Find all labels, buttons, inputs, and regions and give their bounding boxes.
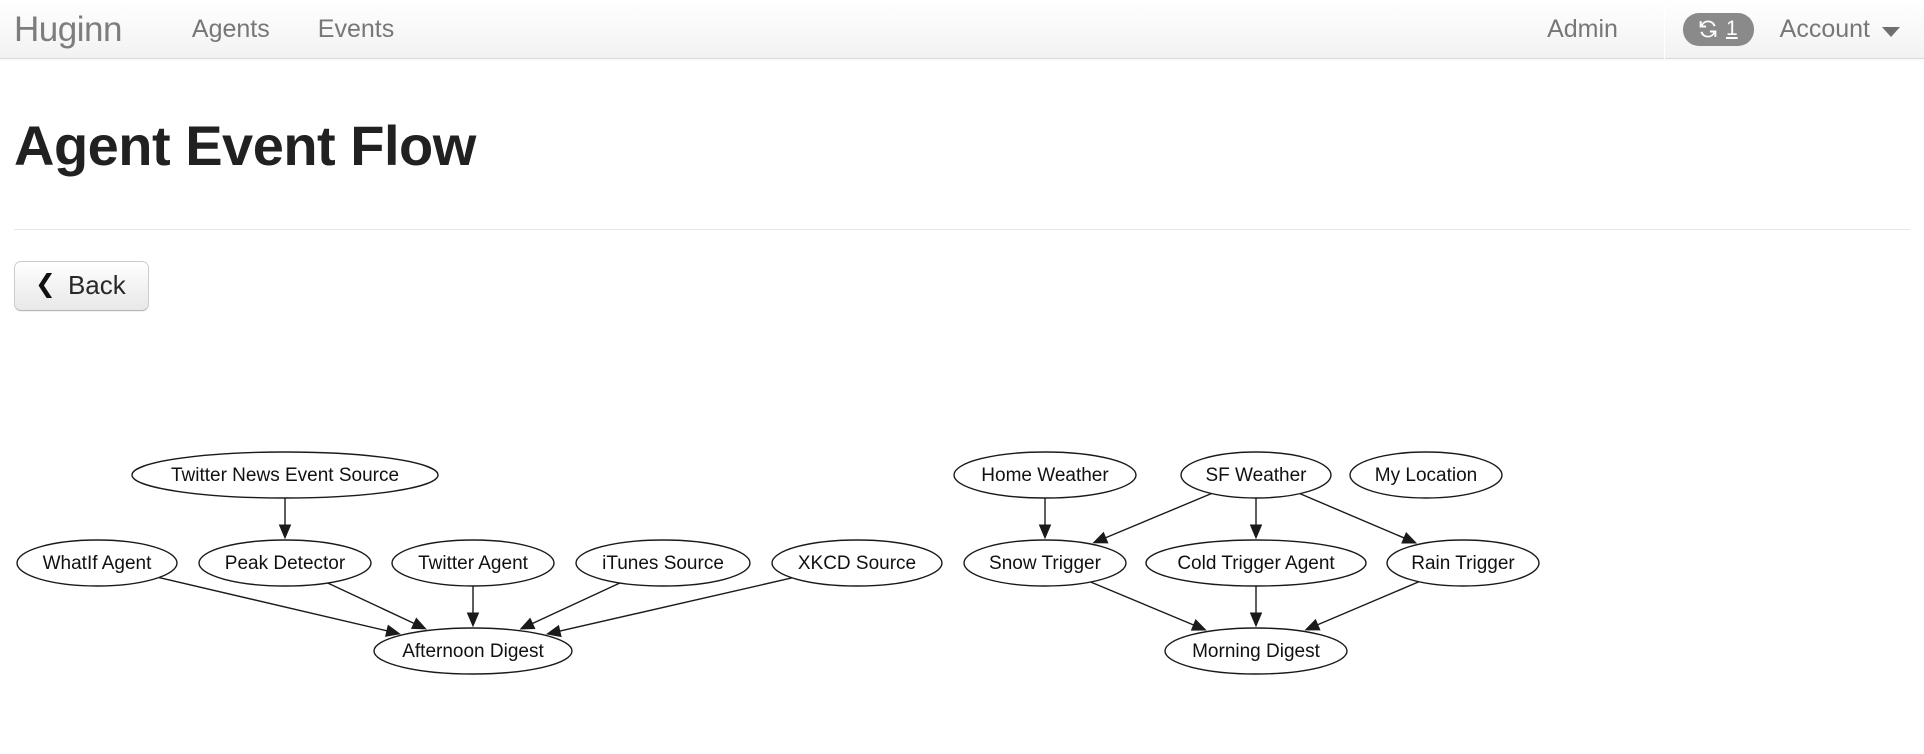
node-ellipse [391,539,555,587]
graph-edge [1317,581,1420,626]
graph-node-afternoon_digest[interactable]: Afternoon Digest [373,627,573,675]
nav-link-events[interactable]: Events [317,14,395,43]
graph-node-itunes_source[interactable]: iTunes Source [575,539,751,587]
graph-node-morning_digest[interactable]: Morning Digest [1164,627,1348,675]
graph-node-twitter_news_event_source[interactable]: Twitter News Event Source [131,451,439,499]
node-ellipse [198,539,372,587]
graph-edge-arrowhead [1092,531,1109,544]
graph-edge-arrowhead [1038,524,1052,540]
back-button-label: Back [67,269,126,300]
graph-node-sf_weather[interactable]: SF Weather [1180,451,1332,499]
node-label: My Location [1375,465,1477,486]
graph-edge-arrowhead [385,624,401,637]
chevron-down-icon [1882,27,1900,37]
brand-logo[interactable]: Huginn [14,9,122,49]
account-menu-label: Account [1779,14,1870,43]
graph-edge-arrowhead [1304,618,1321,631]
node-label: Twitter News Event Source [171,465,399,486]
node-ellipse [373,627,573,675]
node-ellipse [1386,539,1540,587]
graph-edge [1090,581,1194,626]
graph-edge [532,582,621,625]
node-ellipse [963,539,1127,587]
graph-node-home_weather[interactable]: Home Weather [953,451,1137,499]
node-label: Snow Trigger [989,553,1102,574]
graph-node-my_location[interactable]: My Location [1349,451,1503,499]
graph-edge-arrowhead [1401,531,1418,544]
graph-edge-arrowhead [519,617,536,630]
node-label: Afternoon Digest [402,641,544,662]
worker-status-count: 1 [1725,17,1738,40]
page-title: Agent Event Flow [14,114,476,177]
graph-edge [158,576,388,632]
nav-link-admin[interactable]: Admin [1547,14,1618,43]
graph-node-snow_trigger[interactable]: Snow Trigger [963,539,1127,587]
navbar-right-group: Admin 1 Account [1523,0,1924,59]
node-label: WhatIf Agent [43,553,153,574]
graph-edge-arrowhead [1190,619,1207,631]
graph-edge-arrowhead [545,624,562,638]
graph-edge-arrowhead [278,524,292,540]
graph-edge-arrowhead [1249,524,1263,540]
worker-status-badge[interactable]: 1 [1682,12,1754,46]
node-label: Cold Trigger Agent [1177,553,1335,574]
node-ellipse [575,539,751,587]
graph-edge [327,582,415,625]
title-divider [14,228,1910,230]
graph-node-twitter_agent[interactable]: Twitter Agent [391,539,555,587]
node-label: Morning Digest [1192,641,1320,662]
back-button[interactable]: ❮ Back [14,260,149,312]
node-ellipse [953,451,1137,499]
node-ellipse [1349,451,1503,499]
graph-edge-arrowhead [466,612,480,628]
chevron-left-icon: ❮ [35,269,56,298]
navbar-divider [1663,0,1665,59]
refresh-icon [1697,18,1719,40]
nav-link-agents[interactable]: Agents [191,14,270,43]
node-label: Rain Trigger [1411,553,1515,574]
graph-edge [1299,493,1405,539]
graph-edge-arrowhead [1249,612,1263,628]
node-label: iTunes Source [602,553,724,574]
node-ellipse [1180,451,1332,499]
node-ellipse [16,539,178,587]
graph-edge-arrowhead [410,617,427,630]
node-label: XKCD Source [798,553,916,574]
graph-node-cold_trigger_agent[interactable]: Cold Trigger Agent [1145,539,1367,587]
graph-node-rain_trigger[interactable]: Rain Trigger [1386,539,1540,587]
node-ellipse [131,451,439,499]
node-label: Twitter Agent [418,553,529,574]
account-menu[interactable]: Account [1768,0,1924,59]
node-label: Peak Detector [225,553,346,574]
node-ellipse [1164,627,1348,675]
node-label: Home Weather [981,465,1109,486]
navbar-left-group: Huginn Agents Events [0,0,418,58]
node-ellipse [1145,539,1367,587]
node-ellipse [771,539,943,587]
graph-node-whatif_agent[interactable]: WhatIf Agent [16,539,178,587]
node-label: SF Weather [1205,465,1307,486]
top-navbar: Huginn Agents Events Admin 1 Account [0,0,1924,59]
graph-edges [158,492,1420,638]
page-container: Agent Event Flow ❮ Back [0,114,1924,312]
graph-node-xkcd_source[interactable]: XKCD Source [771,539,943,587]
graph-edge [559,577,793,632]
graph-node-peak_detector[interactable]: Peak Detector [198,539,372,587]
graph-edge [1105,492,1212,539]
